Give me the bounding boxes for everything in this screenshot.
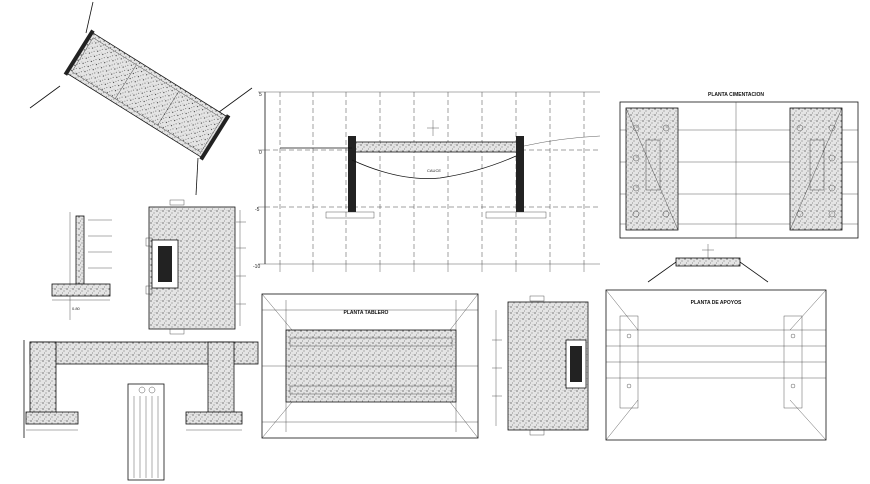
bridge-elevation-grid: 5 0 -5 -10 CAUCE	[253, 91, 601, 272]
supports-plan: PLANTA DE APOYOS	[605, 289, 827, 441]
level-label-mid: -5	[255, 207, 260, 213]
abutment-plan-left	[145, 199, 246, 335]
cauce-label: CAUCE	[427, 168, 441, 173]
deck-cross-section	[647, 244, 769, 283]
level-label-top: 5	[259, 92, 262, 98]
foundation-plan: PLANTA CIMENTACION	[619, 92, 859, 239]
level-label-bottom: -10	[253, 264, 260, 270]
svg-text:0.80: 0.80	[72, 306, 81, 311]
bridge-longitudinal-section	[23, 340, 259, 481]
abutment-plan-right	[492, 295, 589, 436]
wall-section-detail: 0.80	[51, 212, 112, 320]
skewed-bridge-plan	[29, 1, 253, 196]
deck-plan-title: PLANTA TABLERO	[344, 310, 389, 316]
level-label-zero: 0	[259, 150, 262, 156]
deck-plan: PLANTA TABLERO	[261, 293, 479, 439]
supports-plan-title: PLANTA DE APOYOS	[691, 300, 742, 306]
foundation-plan-title: PLANTA CIMENTACION	[708, 92, 764, 98]
